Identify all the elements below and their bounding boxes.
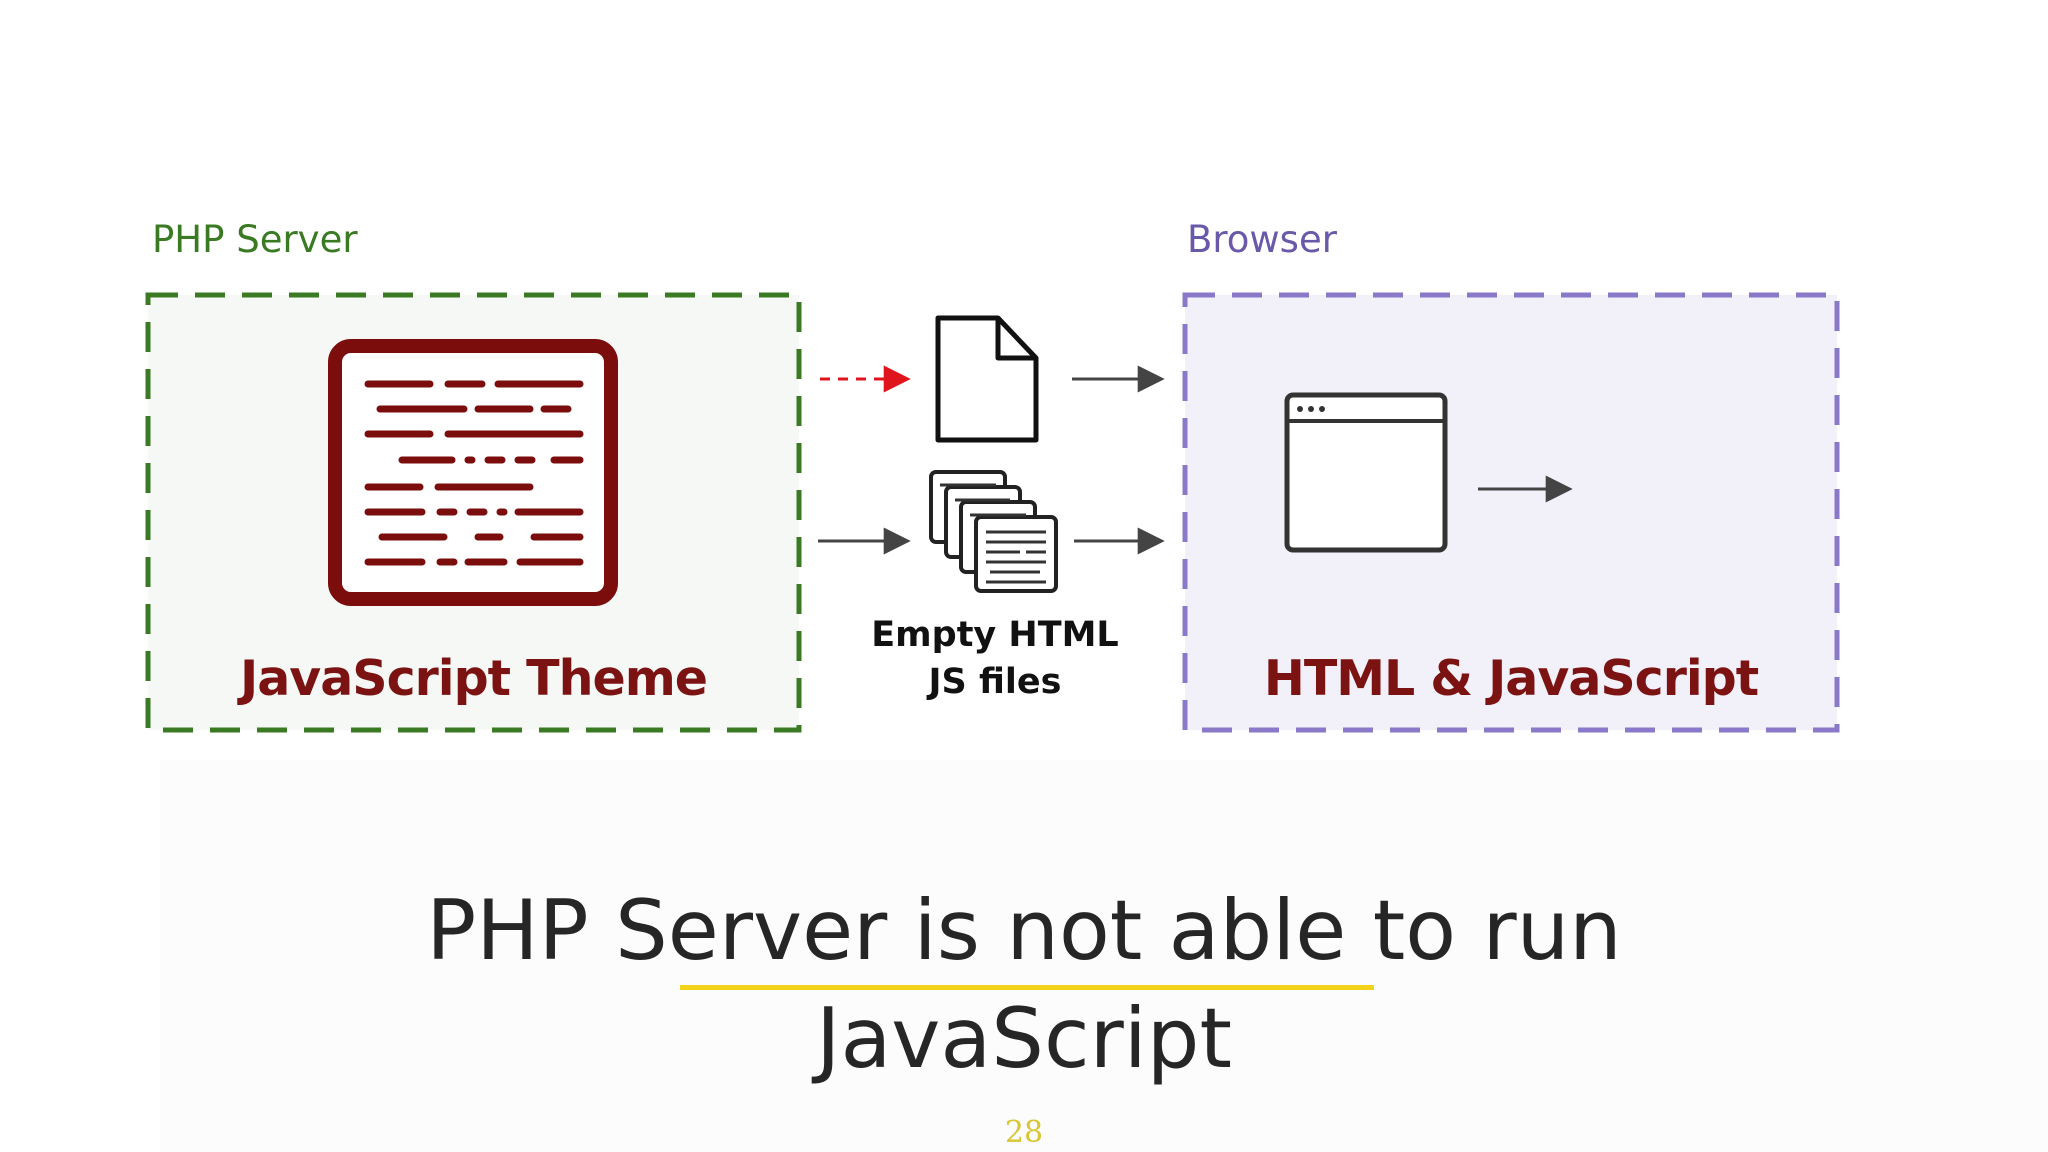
- php-server-caption: JavaScript Theme: [240, 650, 708, 707]
- browser-label: Browser: [1187, 218, 1337, 261]
- headline-line1: PHP Server is not able to run: [426, 882, 1622, 979]
- headline-underline: [680, 985, 1374, 990]
- headline-line2: JavaScript: [815, 990, 1233, 1087]
- browser-window-icon: [1284, 392, 1448, 553]
- files-caption-line2: JS files: [928, 662, 1062, 702]
- browser-caption: HTML & JavaScript: [1263, 650, 1759, 707]
- stacked-files-icon: [929, 470, 1058, 593]
- code-document-icon: [328, 339, 618, 606]
- php-server-label: PHP Server: [152, 218, 358, 261]
- files-caption-line1: Empty HTML: [871, 615, 1119, 655]
- browser-box: [1182, 292, 1840, 733]
- page-number: 28: [1004, 1115, 1044, 1150]
- blank-document-icon: [935, 315, 1039, 443]
